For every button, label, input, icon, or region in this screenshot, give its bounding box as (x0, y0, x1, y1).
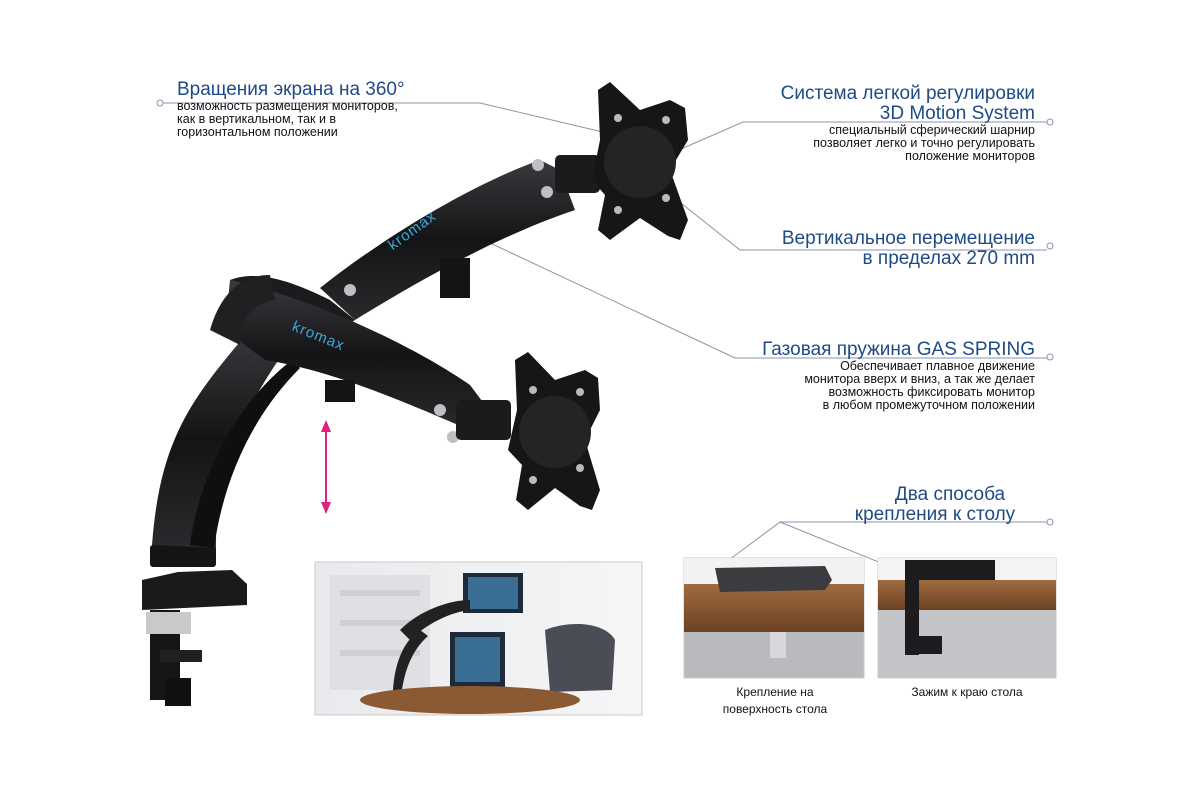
callout-gas-line: Обеспечивает плавное движение (840, 359, 1035, 373)
vertical-travel-arrow (321, 420, 331, 514)
caption-line: Зажим к краю стола (911, 685, 1023, 699)
callout-motion-line: положение мониторов (905, 149, 1035, 163)
caption-edge-clamp: Зажим к краю стола (878, 684, 1056, 701)
callout-rotation-line: горизонтальном положении (177, 125, 338, 139)
caption-surface-mount: Крепление на поверхность стола (690, 684, 860, 718)
callout-rotation-title: Вращения экрана на 360° (177, 79, 405, 100)
surface-mount-photo (683, 557, 865, 679)
callout-gas-line: возможность фиксировать монитор (828, 385, 1035, 399)
room-photo (314, 561, 643, 716)
caption-line: поверхность стола (722, 702, 828, 716)
callout-motion-title: Система легкой регулировки (780, 83, 1035, 104)
callout-mount-title: крепления к столу (854, 504, 1016, 525)
callout-motion: Система легкой регулировки 3D Motion Sys… (720, 84, 1035, 163)
vesa-plate-lower (508, 352, 600, 510)
callout-mount: Два способа крепления к столу (830, 485, 1040, 525)
vesa-plate-upper (592, 82, 688, 240)
callout-vertical: Вертикальное перемещение в пределах 270 … (720, 229, 1035, 269)
callout-motion-line: специальный сферический шарнир (828, 123, 1035, 137)
callout-gas-title: Газовая пружина GAS SPRING (762, 339, 1035, 360)
callout-gas-line: монитора вверх и вниз, а так же делает (804, 372, 1035, 386)
caption-line: Крепление на (736, 685, 814, 699)
callout-vertical-title: в пределах 270 mm (862, 248, 1035, 269)
callout-gas-line: в любом промежуточном положении (822, 398, 1035, 412)
callout-rotation-line: как в вертикальном, так и в (177, 112, 337, 126)
lower-arm (210, 275, 511, 443)
callout-rotation: Вращения экрана на 360° возможность разм… (177, 80, 477, 139)
desk-clamp (142, 545, 247, 706)
edge-clamp-photo (877, 557, 1057, 679)
callout-motion-line: позволяет легко и точно регулировать (813, 136, 1035, 150)
callout-mount-title: Два способа (894, 484, 1006, 505)
callout-motion-title: 3D Motion System (879, 103, 1035, 124)
callout-rotation-line: возможность размещения мониторов, (177, 99, 398, 113)
callout-leader-lines (156, 99, 1054, 579)
callout-vertical-title: Вертикальное перемещение (781, 228, 1035, 249)
callout-gas-spring: Газовая пружина GAS SPRING Обеспечивает … (700, 340, 1035, 412)
